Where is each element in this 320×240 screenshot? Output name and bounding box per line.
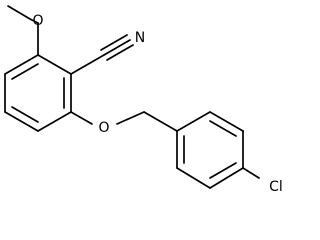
ether-right-bond <box>116 111 145 125</box>
benzyl-bond <box>143 111 178 132</box>
left-ring-double-bond-1 <box>11 63 39 80</box>
nitrile-triple-bond-2 <box>100 34 128 51</box>
nitrile-triple-bond-1 <box>103 39 131 56</box>
nitrile-triple-bond-3 <box>106 44 134 61</box>
ether-left-bond <box>70 111 93 125</box>
methoxy-oxygen-left-bond <box>29 18 39 24</box>
left-ring-bond-1 <box>37 54 72 75</box>
left-ring-bond-3 <box>37 111 72 132</box>
chemical-structure-diagram: O N O Cl <box>4 5 283 195</box>
right-ring-bond-2 <box>209 111 244 132</box>
left-ring-bond-6 <box>4 54 39 75</box>
left-ring-double-bond-3 <box>11 106 39 123</box>
chlorine-bond <box>242 167 260 179</box>
right-ring-bond-5 <box>176 167 211 189</box>
nitrogen-label: N <box>135 30 145 46</box>
left-ring-bond-4 <box>4 111 39 132</box>
right-ring-bond-1 <box>176 111 211 132</box>
ether-oxygen-label: O <box>98 120 109 136</box>
right-ring-bond-4 <box>209 167 244 189</box>
chlorine-label: Cl <box>269 179 283 195</box>
right-ring-double-bond-2 <box>209 162 237 179</box>
right-ring-double-bond-1 <box>209 120 237 137</box>
nitrile-connector-bond <box>70 54 105 75</box>
methoxy-oxygen-label: O <box>32 13 43 29</box>
methyl-bond-segment <box>7 5 31 20</box>
